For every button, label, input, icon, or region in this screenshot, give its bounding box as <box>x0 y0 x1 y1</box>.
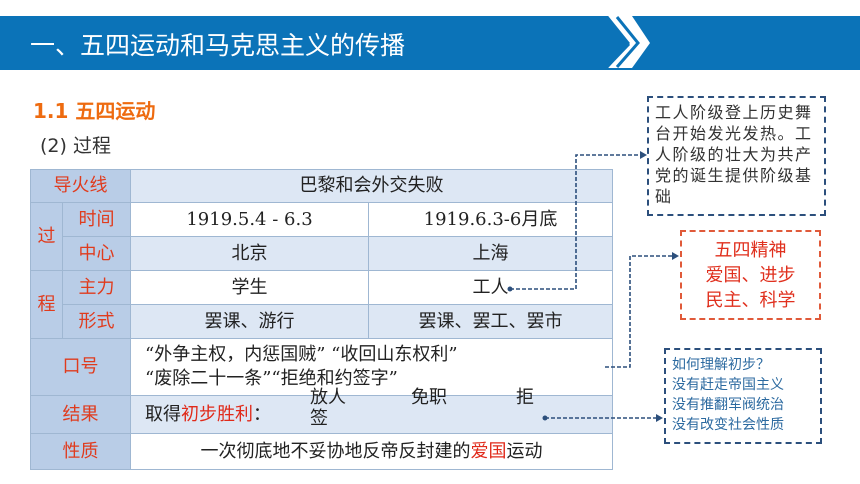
fuse-label: 导火线 <box>30 169 131 203</box>
result-highlight: 初步胜利 <box>181 403 253 425</box>
victory-line-2: 没有赶走帝国主义 <box>672 377 784 393</box>
row-label-form: 形式 <box>62 304 131 339</box>
result-suffix: ： <box>253 403 271 425</box>
slogan-line-1: “外争主权，内惩国贼” “收回山东权利” <box>145 344 458 365</box>
center-stage1: 北京 <box>130 236 369 271</box>
nature-suffix: 运动 <box>506 440 543 462</box>
spirit-line-2: 爱国、进步 <box>705 265 796 286</box>
callout-may-fourth-spirit: 五四精神 爱国、进步 民主、科学 <box>680 230 821 320</box>
form-stage2: 罢课、罢工、罢市 <box>368 304 613 339</box>
result-prefix: 取得 <box>145 403 181 425</box>
process-label-bottom: 程 <box>30 270 63 339</box>
process-table: 导火线 巴黎和会外交失败 过 时间 1919.5.4 - 6.3 1919.6.… <box>30 169 613 470</box>
nature-cell: 一次彻底地不妥协地反帝反封建的爱国运动 <box>130 433 613 470</box>
result-item-refuse: 拒 <box>516 387 534 408</box>
victory-line-4: 没有改变社会性质 <box>672 417 784 433</box>
nature-prefix: 一次彻底地不妥协地反帝反封建的 <box>200 440 471 462</box>
section-title: 1.1 五四运动 <box>33 99 156 123</box>
spirit-line-1: 五四精神 <box>714 240 787 261</box>
header-banner <box>0 16 860 68</box>
section-subtitle: (2) 过程 <box>40 135 111 157</box>
time-stage2: 1919.6.3-6月底 <box>368 202 613 237</box>
time-stage1: 1919.5.4 - 6.3 <box>130 202 369 237</box>
double-chevron-right-icon <box>605 16 640 68</box>
nature-label: 性质 <box>30 433 131 470</box>
slogan-line-2: “废除二十一条”“拒绝和约签字” <box>145 368 398 389</box>
fuse-value: 巴黎和会外交失败 <box>130 169 613 203</box>
result-item-sign: 签 <box>310 408 328 429</box>
header-underline <box>0 68 860 70</box>
callout-working-class-text: 工人阶级登上历史舞台开始发光发热。工人阶级的壮大为共产党的诞生提供阶级基础 <box>655 103 813 206</box>
row-label-time: 时间 <box>62 202 131 237</box>
result-cell: 取得初步胜利： 放人 签 免职 拒 <box>130 388 613 434</box>
result-item-dismiss: 免职 <box>411 387 447 408</box>
center-stage2: 上海 <box>368 236 613 271</box>
slogan-label: 口号 <box>30 338 131 396</box>
spirit-line-3: 民主、科学 <box>705 290 796 311</box>
page-title: 一、五四运动和马克思主义的传播 <box>30 31 406 60</box>
callout-initial-victory: 如何理解初步？ 没有赶走帝国主义 没有推翻军阀统治 没有改变社会性质 <box>664 348 822 444</box>
process-label-top: 过 <box>30 202 63 271</box>
slogan-cell: “外争主权，内惩国贼” “收回山东权利” “废除二十一条”“拒绝和约签字” <box>130 338 613 396</box>
result-item-release: 放人 <box>310 387 346 408</box>
victory-line-3: 没有推翻军阀统治 <box>672 397 784 413</box>
row-label-force: 主力 <box>62 270 131 305</box>
force-stage1: 学生 <box>130 270 369 305</box>
force-stage2: 工人 <box>368 270 613 305</box>
nature-highlight: 爱国 <box>470 440 507 462</box>
row-label-center: 中心 <box>62 236 131 271</box>
form-stage1: 罢课、游行 <box>130 304 369 339</box>
result-label: 结果 <box>30 395 131 434</box>
victory-line-1: 如何理解初步？ <box>672 357 770 373</box>
callout-working-class: 工人阶级登上历史舞台开始发光发热。工人阶级的壮大为共产党的诞生提供阶级基础 <box>647 96 826 216</box>
